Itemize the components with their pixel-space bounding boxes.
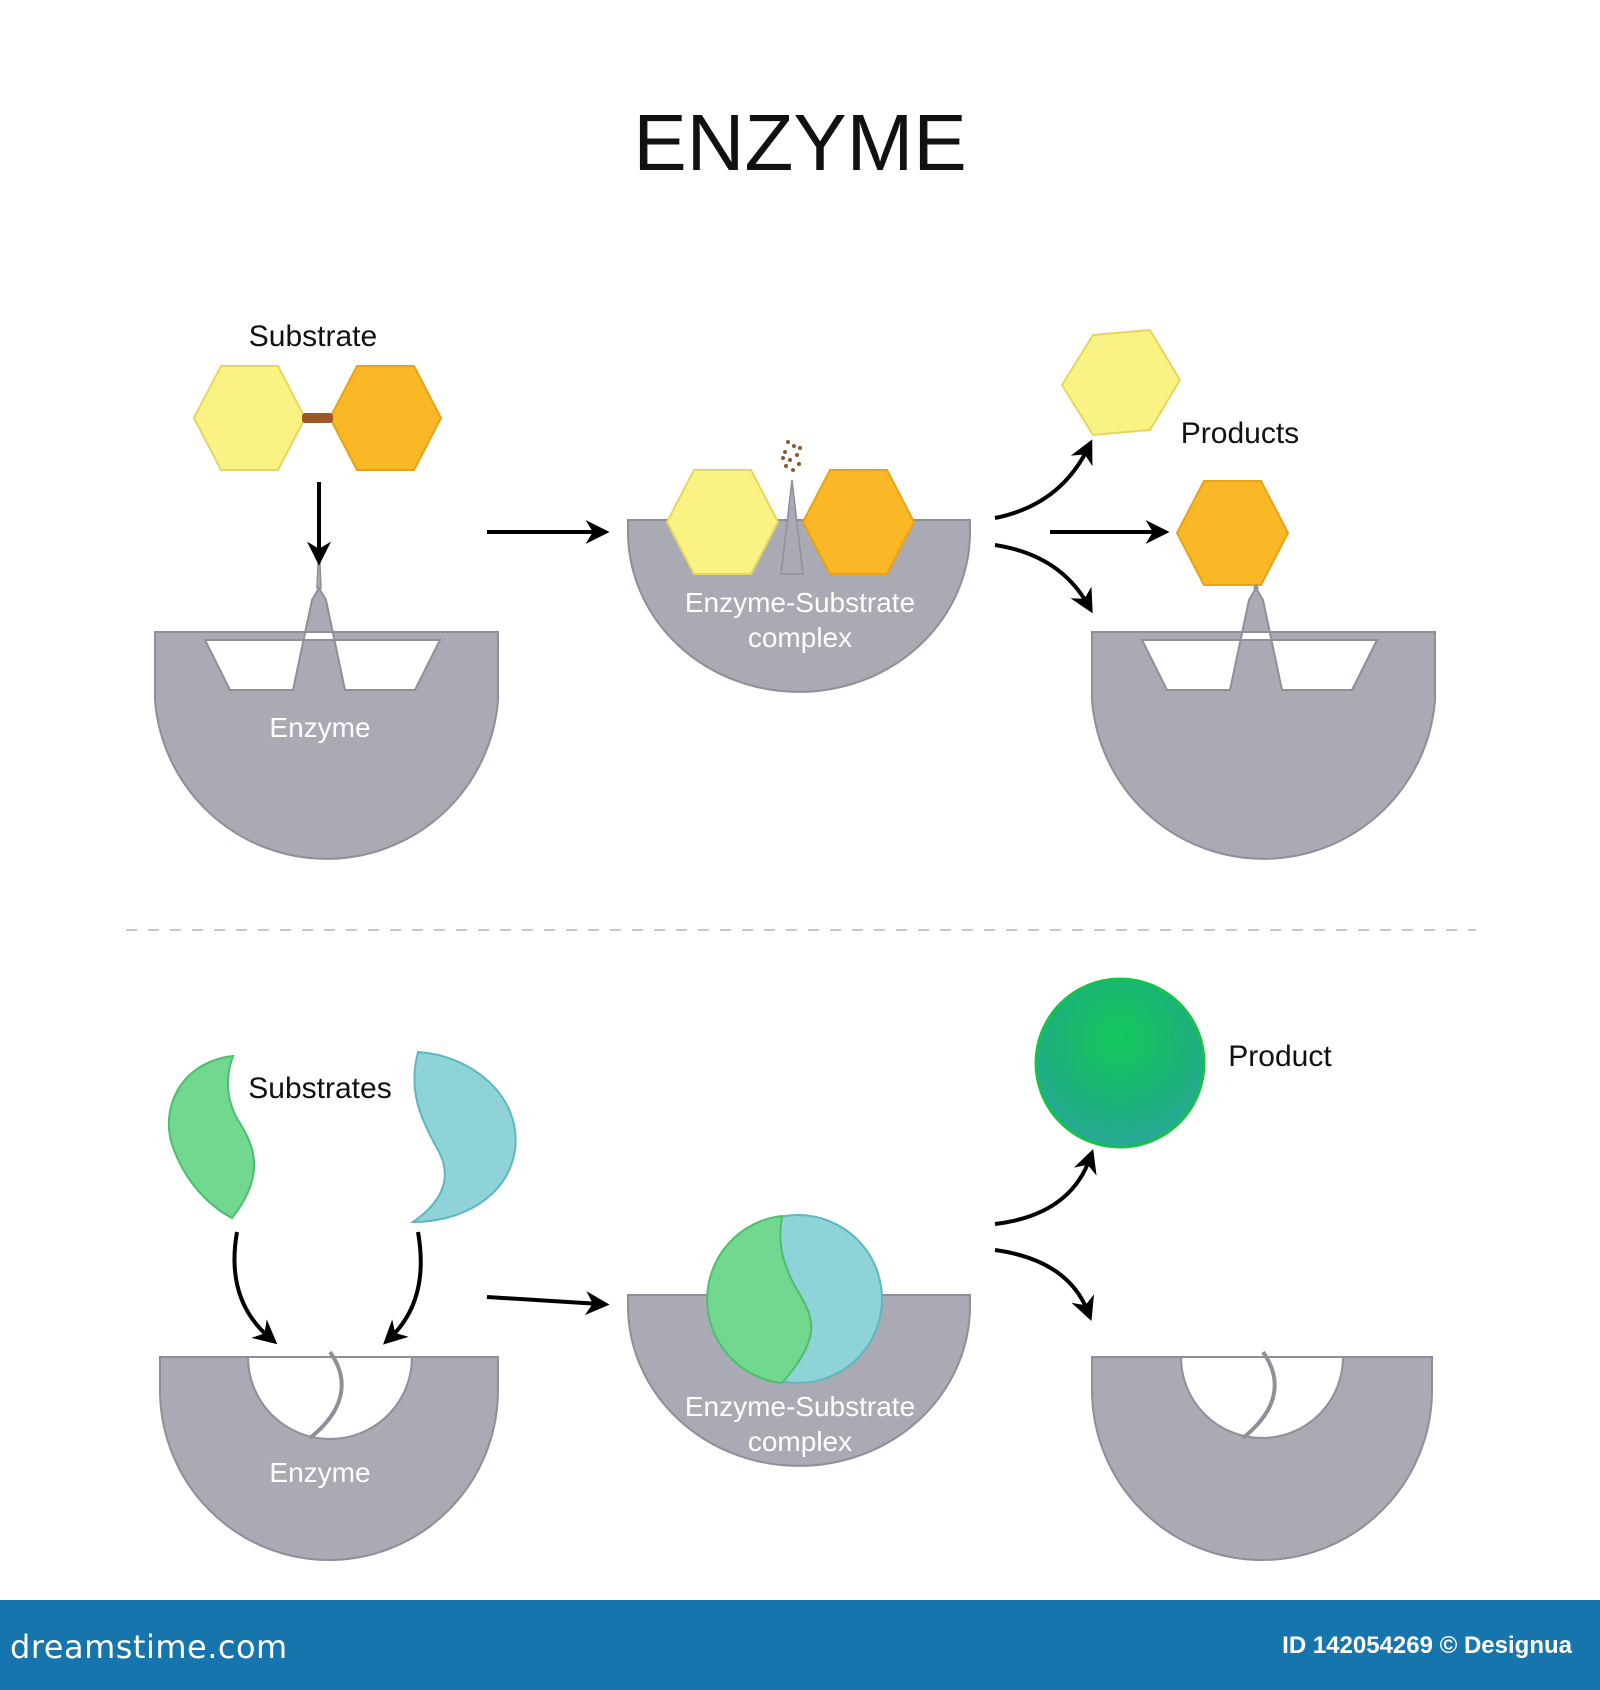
complex-label-top-line2: complex (748, 622, 852, 653)
complex-label-top-line1: Enzyme-Substrate (685, 587, 915, 618)
substrate-hexagon-orange (328, 365, 443, 471)
enzyme-top-right-spike (1252, 583, 1260, 589)
enzyme-bottom-right (1091, 1356, 1433, 1561)
arrow-complex-to-enzyme-bottom (994, 1248, 1095, 1321)
product-sphere (1034, 977, 1206, 1149)
enzyme-label-top: Enzyme (269, 712, 370, 743)
arrow-complex-to-product-up (994, 439, 1093, 520)
complex-hexagon-yellow (665, 469, 780, 575)
product-label: Product (1228, 1040, 1332, 1073)
arrow-complex-to-enzyme-down (994, 543, 1093, 614)
product-hexagon-orange (1175, 480, 1290, 586)
complex-hexagon-orange (801, 469, 916, 575)
complex-substrate-green (706, 1214, 813, 1385)
enzyme-bottom-left-hook (308, 1350, 344, 1440)
complex-label-bottom-line1: Enzyme-Substrate (685, 1391, 915, 1422)
footer-credit: ID 142054269 © Designua (1282, 1632, 1572, 1659)
substrate-label: Substrate (249, 320, 377, 353)
substrates-label: Substrates (248, 1072, 391, 1105)
arrow-complex-to-product (994, 1148, 1097, 1226)
substrate-bond (302, 413, 333, 423)
complex-spike (780, 479, 804, 575)
enzyme-top-right (1091, 586, 1436, 860)
product-hexagon-yellow (1060, 328, 1182, 437)
substrate-cyan (409, 1050, 517, 1224)
arrow-green-to-enzyme (232, 1231, 278, 1345)
arrow-to-complex-bottom (486, 1291, 610, 1316)
footer-brand: dreamstime.com (10, 1628, 288, 1666)
enzyme-label-bottom: Enzyme (269, 1457, 370, 1488)
complex-label-bottom-line2: complex (748, 1426, 852, 1457)
products-label: Products (1181, 417, 1299, 450)
enzyme-bottom-left-pocket (246, 1356, 414, 1440)
arrow-cyan-to-enzyme (383, 1231, 423, 1345)
enzyme-top-left (154, 586, 499, 860)
substrate-green (167, 1054, 256, 1220)
bond-fragments (781, 440, 802, 472)
enzyme-bottom-right-hook (1241, 1350, 1277, 1440)
footer-bar: dreamstime.com ID 142054269 © Designua (0, 1600, 1600, 1690)
enzyme-bottom-right-pocket (1179, 1356, 1345, 1439)
enzyme-bottom-left (159, 1356, 499, 1561)
substrate-hexagon-yellow (192, 365, 307, 471)
enzyme-diagram: ENZYME Enzyme Substrate Enzyme-Substrate… (126, 98, 1476, 1561)
title: ENZYME (633, 98, 966, 187)
